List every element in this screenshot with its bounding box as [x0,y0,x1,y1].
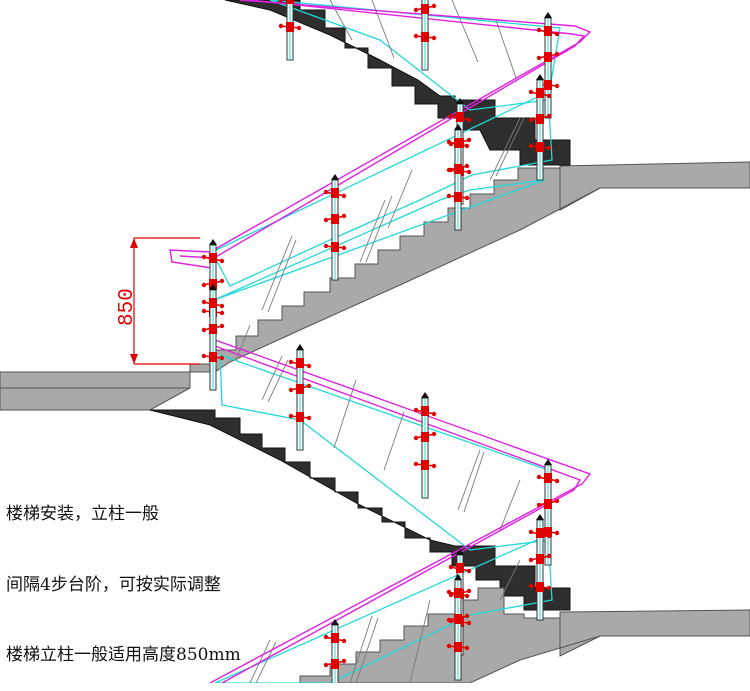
floor-slab-mid [0,371,191,389]
note-line-1: 楼梯安装，立柱一般 [6,504,159,524]
note-line-3: 楼梯立柱一般适用高度850mm [6,645,241,665]
floor-slab-mid-lower [0,387,191,411]
height-dimension [130,237,200,365]
upper-flight-underside [224,0,571,166]
landing-slab-upper [559,161,750,211]
middle-flight-steps-upper [189,167,601,373]
lower-flight-underside [149,409,571,611]
landing-slab-lower [559,609,750,657]
installation-note: 楼梯安装，立柱一般 间隔4步台阶，可按实际调整 楼梯立柱一般适用高度850mm [6,456,241,691]
dimension-label: 850 [116,288,139,326]
note-line-2: 间隔4步台阶，可按实际调整 [6,574,221,595]
